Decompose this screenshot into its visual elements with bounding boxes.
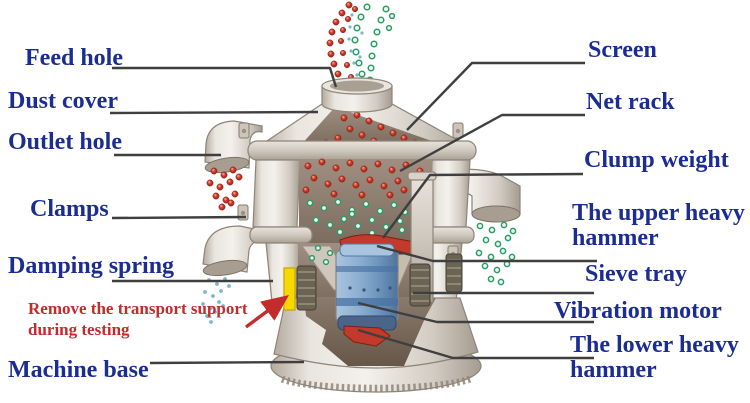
transport-support — [283, 267, 296, 311]
label-clamps: Clamps — [30, 196, 109, 222]
feed-inlet — [321, 77, 393, 113]
clamp — [452, 122, 464, 139]
leader-feed-hole — [112, 66, 338, 88]
label-clump-weight: Clump weight — [584, 147, 729, 173]
annotation-arrow — [244, 294, 290, 329]
label-sieve-tray: Sieve tray — [585, 261, 687, 287]
leader-upper-hammer — [376, 244, 597, 263]
lower-hammer-part — [343, 325, 391, 347]
middlings-particle-stream — [475, 221, 517, 286]
leader-lines — [109, 61, 597, 365]
dust-cover-part — [256, 103, 471, 148]
leader-net-rack — [399, 113, 585, 173]
leader-vibration-motor — [357, 301, 594, 324]
label-net-rack: Net rack — [586, 89, 675, 115]
label-damping-spring: Damping spring — [8, 253, 175, 279]
annotation-line1: Remove the transport support — [28, 299, 248, 318]
oversize-particle-stream — [206, 166, 243, 211]
leader-screen — [406, 61, 585, 131]
annotation-line2: during testing — [28, 319, 130, 339]
label-outlet-hole: Outlet hole — [8, 129, 122, 155]
label-upper-hammer: The upper heavy hammer — [572, 200, 745, 251]
damping-spring-part — [283, 253, 463, 311]
leader-clamps — [111, 215, 247, 220]
screen-drum — [252, 158, 471, 244]
vibration-motor-part — [335, 234, 430, 347]
net-rack-part — [238, 122, 477, 161]
annotation-transport-support: Remove the transport support during test… — [28, 299, 248, 340]
label-lower-hammer: The lower heavy hammer — [570, 332, 739, 383]
leader-clump-weight — [382, 172, 584, 239]
leader-lower-hammer — [357, 328, 594, 360]
clamp — [238, 122, 250, 139]
label-vibration-motor: Vibration motor — [554, 298, 722, 324]
label-screen: Screen — [588, 37, 657, 63]
label-feed-hole: Feed hole — [25, 45, 123, 71]
label-machine-base: Machine base — [8, 357, 149, 383]
leader-dust-cover — [109, 110, 319, 115]
leader-machine-base — [149, 360, 305, 365]
label-dust-cover: Dust cover — [8, 88, 118, 114]
